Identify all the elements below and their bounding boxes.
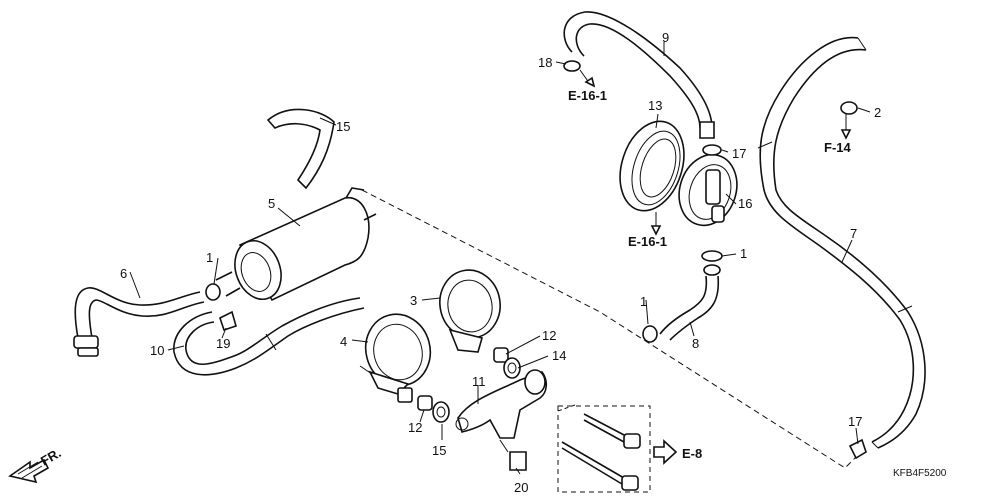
callout-5: 5: [268, 196, 275, 211]
callout-1-left: 1: [206, 250, 213, 265]
callout-17-top: 18: [538, 55, 552, 70]
clip-1-mid: [703, 264, 721, 276]
callout-20: 20: [514, 480, 528, 495]
callout-9: 9: [662, 30, 669, 45]
arrow-head-icon: [840, 129, 852, 140]
callout-16: 15: [336, 119, 350, 134]
leader-20: [515, 467, 521, 475]
bolt-20: [499, 439, 527, 471]
leader-17-top: [555, 61, 567, 65]
bolt-group-box: [557, 405, 651, 493]
grommet-15-lower: [432, 401, 450, 423]
fuel-hose-9: [563, 11, 715, 139]
leader-18: [721, 149, 729, 153]
fuel-hose-10: [173, 297, 365, 376]
fuel-pump-body: [215, 187, 377, 302]
heat-shield: [266, 108, 335, 190]
leader-10: [167, 345, 185, 351]
leader-5: [277, 207, 301, 227]
callout-18: 17: [732, 146, 746, 161]
leader-6: [129, 271, 141, 299]
callout-2: 2: [874, 105, 881, 120]
leader-2: [857, 107, 871, 113]
callout-15-upper: 14: [552, 348, 566, 363]
leader-16: [319, 117, 337, 126]
leader-13: [725, 193, 737, 205]
callout-8: 8: [692, 336, 699, 351]
leader-17-lower: [221, 327, 227, 339]
callout-4: 4: [340, 334, 347, 349]
fuel-hose-8: [642, 250, 723, 343]
clamp-band-3: [439, 269, 501, 353]
arrow-head-icon: [584, 76, 596, 88]
callout-11: 11: [472, 374, 486, 389]
leader-12-upper: [505, 335, 541, 355]
diagram-code: KFB4F5200: [893, 468, 947, 479]
collar-12-lower: [417, 395, 433, 411]
leader-15-upper: [517, 355, 549, 369]
leader-1-right: [721, 253, 737, 257]
leader-12-lower: [419, 409, 425, 423]
front-direction-arrow-icon: [8, 458, 50, 484]
leader-1-left: [213, 257, 219, 285]
callout-12-lower: 12: [408, 420, 422, 435]
grommet-15-upper: [503, 357, 521, 379]
leader-19: [855, 427, 859, 445]
callout-10: 10: [150, 343, 164, 358]
mounting-bracket-11: [455, 369, 548, 439]
callout-15-lower: 15: [432, 443, 446, 458]
callout-7: 7: [850, 226, 857, 241]
clamp-band-4: [359, 313, 432, 403]
clip-17-lower: [219, 310, 237, 332]
callout-17-lower: 19: [216, 336, 230, 351]
fuel-hose-6: [73, 287, 205, 357]
e8-arrow-icon: [653, 439, 678, 465]
leader-8: [689, 321, 695, 337]
clip-18: [702, 144, 722, 156]
clip-2: [840, 101, 858, 115]
leader-4: [351, 339, 369, 343]
bolt-lower: [561, 441, 639, 491]
callout-3: 3: [410, 293, 417, 308]
ref-e16-top: E-16-1: [568, 88, 607, 103]
callout-13: 16: [738, 196, 752, 211]
fuel-hose-7: [757, 36, 926, 449]
clip-1-upper: [701, 250, 723, 262]
leader-7: [841, 239, 853, 263]
ref-e8: E-8: [682, 446, 702, 461]
leader-3: [421, 297, 441, 301]
callout-1-right: 1: [740, 246, 747, 261]
ref-f14: F-14: [824, 140, 852, 155]
fuel-pump-flange-13: [678, 153, 738, 227]
callout-6: 6: [120, 266, 127, 281]
callout-1-mid: 1: [640, 294, 647, 309]
clip-17-top: [563, 60, 581, 72]
seal-ring-14: [619, 120, 685, 212]
leader-1-mid: [645, 299, 649, 325]
callout-19: 17: [848, 414, 862, 429]
bolt-upper: [583, 413, 641, 449]
leader-14: [655, 113, 659, 129]
collar-12-upper: [493, 347, 509, 363]
assembly-guide-line: [361, 189, 859, 469]
arrow-head-icon: [650, 225, 662, 236]
ref-e16-mid: E-16-1: [628, 234, 667, 249]
callout-12-upper: 12: [542, 328, 556, 343]
callout-14: 13: [648, 98, 662, 113]
clip-1-left: [205, 283, 221, 301]
